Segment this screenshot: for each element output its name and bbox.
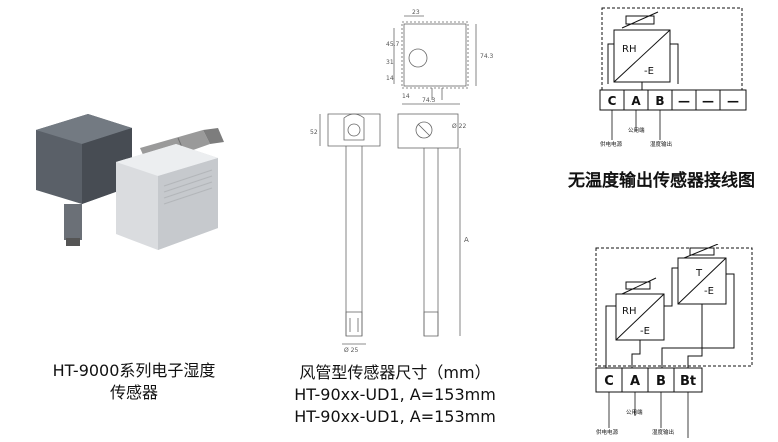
dim-top-h1: 45.7 xyxy=(386,41,400,48)
wiring1-rh-label: RH xyxy=(622,44,636,55)
dimension-caption-line3: HT-90xx-UD1, A=153mm xyxy=(294,407,496,426)
wiring-diagram-with-temp: T -E RH -E C A B Bt 供电电源 公用端 湿度输出 xyxy=(595,244,753,438)
dim-mid-width: 74.3 xyxy=(422,97,436,104)
dimension-drawing: 23 45.7 31 14 74.3 14 74.3 52 Ø 22 A Ø 2… xyxy=(310,9,494,354)
wiring2-terminal-a: A xyxy=(630,374,640,389)
wiring2-terminal-bt: Bt xyxy=(680,374,696,389)
dim-top-width: 23 xyxy=(412,9,420,16)
wiring2-rh-label: RH xyxy=(622,306,636,317)
dim-top-h2: 31 xyxy=(386,59,394,66)
dim-probe: Ø 25 xyxy=(344,347,358,354)
wiring2-label-common: 公用端 xyxy=(626,408,643,416)
wiring-no-temp-title: 无温度输出传感器接线图 xyxy=(568,171,755,191)
wiring1-terminal-b: B xyxy=(655,94,664,108)
dim-hole: Ø 22 xyxy=(452,123,466,130)
wiring1-terminal-a: A xyxy=(631,94,641,108)
wiring1-terminal-6: — xyxy=(727,94,739,108)
wiring2-terminal-b: B xyxy=(656,374,666,389)
dim-top-offset: 14 xyxy=(402,93,410,100)
wiring1-label-power: 供电电源 xyxy=(600,140,623,148)
wiring1-ground-label: -E xyxy=(644,66,654,77)
product-caption: HT-9000系列电子湿度 传感器 xyxy=(18,360,250,404)
dim-side-height: 52 xyxy=(310,129,318,136)
product-caption-line2: 传感器 xyxy=(109,383,158,402)
product-caption-line1: HT-9000系列电子湿度 xyxy=(52,361,216,380)
wiring1-terminal-c: C xyxy=(608,94,617,108)
dimension-caption: 风管型传感器尺寸（mm） HT-90xx-UD1, A=153mm HT-90x… xyxy=(268,362,522,428)
dim-length-a: A xyxy=(464,236,469,244)
wiring2-t-ground: -E xyxy=(704,286,714,297)
dim-top-right: 74.3 xyxy=(480,53,494,60)
wiring1-terminal-5: — xyxy=(702,94,714,108)
dimension-caption-line1: 风管型传感器尺寸（mm） xyxy=(299,363,491,382)
wiring2-rh-ground: -E xyxy=(640,326,650,337)
product-photo xyxy=(36,114,224,250)
wiring-diagram-no-temp: RH -E C A B — — — 供电电源 公用端 湿度输出 xyxy=(599,7,747,148)
wiring2-t-label: T xyxy=(695,268,703,279)
dim-top-h3: 14 xyxy=(386,75,394,82)
wiring1-label-common: 公用端 xyxy=(628,126,645,134)
wiring1-terminal-4: — xyxy=(678,94,690,108)
wiring2-label-power: 供电电源 xyxy=(596,428,619,436)
wiring2-terminal-c: C xyxy=(604,374,614,389)
wiring2-label-humidity: 湿度输出 xyxy=(652,428,674,436)
wiring1-label-humidity: 湿度输出 xyxy=(650,140,672,148)
dimension-caption-line2: HT-90xx-UD1, A=153mm xyxy=(294,385,496,404)
